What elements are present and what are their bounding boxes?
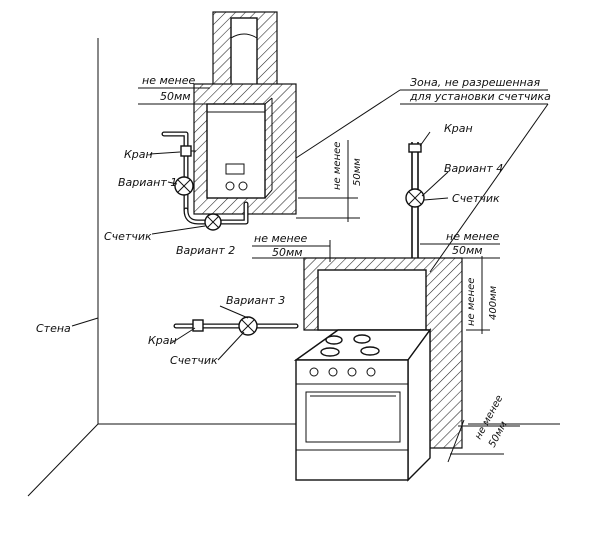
label-min-mid: не менее [254, 232, 307, 245]
label-zone-1: Зона, не разрешенная [410, 76, 540, 89]
gas-stove [293, 327, 432, 482]
label-variant-4: Вариант 4 [444, 162, 503, 175]
stove-wall-block [303, 257, 463, 449]
label-min-stove-right: не менее [466, 278, 477, 326]
label-min-boiler-right-val: 50мм [352, 158, 363, 186]
label-meter-left: Счетчик [104, 230, 152, 243]
label-valve-bottom: Кран [148, 334, 177, 347]
label-min-right: не менее [446, 230, 499, 243]
label-zone-2: для установки счетчика [409, 90, 551, 103]
label-min-top-val: 50мм [160, 90, 191, 103]
valve-left [180, 145, 196, 157]
label-meter-right: Счетчик [452, 192, 500, 205]
gas-pipe-bottom [173, 316, 299, 336]
label-variant-1: Вариант 1 [118, 176, 177, 189]
label-meter-bottom: Счетчик [170, 354, 218, 367]
gas-boiler [206, 97, 273, 199]
label-wall: Стена [36, 322, 71, 335]
label-min-stove-right-val: 400мм [488, 285, 499, 320]
label-variant-3: Вариант 3 [226, 294, 285, 307]
gas-pipe-right [405, 142, 425, 258]
label-valve-top-right: Кран [444, 122, 473, 135]
label-valve-left: Кран [124, 148, 153, 161]
dimension-lines [71, 87, 549, 463]
label-min-mid-val: 50мм [272, 246, 303, 259]
label-min-top: не менее [142, 74, 195, 87]
label-min-right-val: 50мм [452, 244, 483, 257]
room-outline [27, 38, 560, 497]
meter-variant2 [204, 213, 222, 231]
label-min-boiler-right: не менее [332, 142, 343, 190]
label-variant-2: Вариант 2 [176, 244, 235, 257]
meter-variant1 [174, 176, 194, 196]
